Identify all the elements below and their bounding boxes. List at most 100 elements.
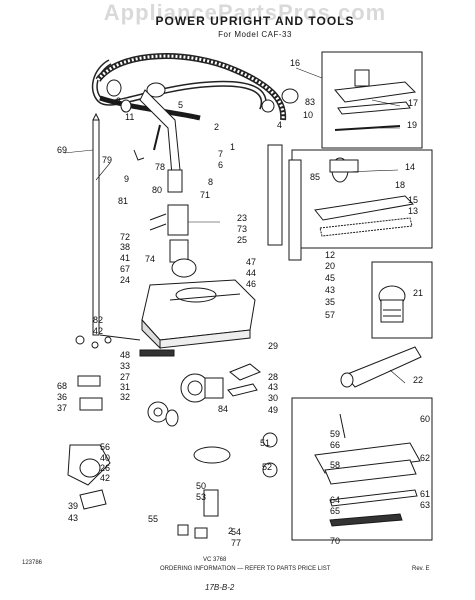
part-callout-15: 15: [408, 195, 418, 205]
part-callout-7: 7: [218, 149, 223, 159]
part-callout-58: 58: [330, 460, 340, 470]
part-callout-17: 17: [408, 98, 418, 108]
part-callout-21: 21: [413, 288, 423, 298]
part-callout-59: 59: [330, 429, 340, 439]
part-callout-57: 57: [325, 310, 335, 320]
part-callout-11: 11: [125, 112, 134, 122]
brush-roll-belt: [177, 432, 278, 539]
part-callout-83: 83: [305, 97, 315, 107]
part-callout-64: 64: [330, 495, 340, 505]
part-callout-4: 4: [277, 120, 282, 130]
part-callout-43: 43: [268, 382, 278, 392]
part-callout-24: 24: [120, 275, 130, 285]
part-callout-43: 43: [325, 285, 335, 295]
part-callout-12: 12: [325, 250, 335, 260]
part-callout-20: 20: [325, 261, 335, 271]
part-callout-22: 22: [413, 375, 423, 385]
footer-left-code: 123786: [22, 560, 43, 566]
part-callout-50: 50: [196, 481, 206, 491]
wand-tube: [92, 112, 141, 341]
part-callout-69: 69: [57, 145, 67, 155]
footer-page-ref: 17B-B-2: [205, 583, 235, 592]
part-callout-2: 2: [214, 122, 219, 132]
part-callout-9: 9: [124, 174, 129, 184]
part-callout-38: 38: [120, 242, 130, 252]
part-callout-70: 70: [330, 536, 340, 546]
motor-assembly: [147, 363, 261, 427]
part-callout-81: 81: [118, 196, 128, 206]
part-callout-23: 23: [237, 213, 247, 223]
part-callout-68: 68: [57, 381, 67, 391]
part-callout-65: 65: [330, 506, 340, 516]
handle-assembly: [133, 89, 197, 278]
part-callout-2: 2: [228, 526, 233, 536]
footer-order-note: ORDERING INFORMATION — REFER TO PARTS PR…: [160, 566, 331, 572]
part-callout-54: 54: [231, 527, 241, 537]
floor-tool-box: [291, 149, 433, 249]
part-callout-14: 14: [405, 162, 415, 172]
part-callout-62: 62: [420, 453, 430, 463]
part-callout-28: 28: [268, 372, 278, 382]
part-callout-35: 35: [325, 297, 335, 307]
leader-lines: [63, 67, 406, 384]
part-callout-63: 63: [420, 500, 430, 510]
part-callout-33: 33: [120, 361, 130, 371]
part-callout-80: 80: [152, 185, 162, 195]
part-callout-1: 1: [230, 142, 235, 152]
part-callout-18: 18: [395, 180, 405, 190]
part-callout-27: 27: [120, 372, 130, 382]
part-callout-66: 66: [330, 440, 340, 450]
part-callout-3: 3: [116, 96, 121, 106]
left-hardware: [67, 335, 112, 510]
part-callout-13: 13: [408, 206, 418, 216]
part-callout-37: 37: [57, 403, 67, 413]
part-callout-30: 30: [268, 393, 278, 403]
part-callout-85: 85: [310, 172, 320, 182]
extension-wands: [267, 144, 302, 261]
part-callout-40: 40: [100, 453, 110, 463]
part-callout-8: 8: [208, 177, 213, 187]
part-callout-78: 78: [155, 162, 165, 172]
part-callout-45: 45: [325, 273, 335, 283]
part-callout-10: 10: [303, 110, 313, 120]
part-callout-36: 36: [57, 392, 67, 402]
part-callout-32: 32: [120, 392, 130, 402]
part-callout-25: 25: [237, 235, 247, 245]
part-callout-19: 19: [407, 120, 417, 130]
part-callout-67: 67: [120, 264, 130, 274]
part-callout-31: 31: [120, 382, 130, 392]
hose-coil: [91, 53, 299, 121]
footer-center-code: VC 3768: [203, 557, 227, 563]
part-callout-53: 53: [196, 492, 206, 502]
part-callout-44: 44: [246, 268, 256, 278]
part-callout-42: 42: [93, 326, 103, 336]
footer-rev: Rev. E: [412, 566, 430, 572]
part-callout-60: 60: [420, 414, 430, 424]
diagram-subtitle: For Model CAF-33: [218, 30, 292, 39]
watermark: AppliancePartsPros.com: [103, 0, 387, 25]
part-callout-41: 41: [120, 253, 130, 263]
upholstery-tool-box: [321, 51, 423, 149]
part-callout-71: 71: [200, 190, 210, 200]
part-callout-74: 74: [145, 254, 155, 264]
part-callout-72: 72: [120, 232, 130, 242]
part-callout-61: 61: [420, 489, 430, 499]
part-callout-48: 48: [120, 350, 130, 360]
part-callout-6: 6: [218, 160, 223, 170]
part-callout-51: 51: [260, 438, 270, 448]
part-callout-56: 56: [100, 442, 110, 452]
part-callout-55: 55: [148, 514, 158, 524]
part-callout-29: 29: [268, 341, 278, 351]
bottom-plate-box: [291, 397, 433, 541]
diagram-title: POWER UPRIGHT AND TOOLS: [155, 14, 355, 28]
part-callout-79: 79: [102, 155, 112, 165]
dusting-brush-box: [371, 261, 433, 339]
part-callout-84: 84: [218, 404, 228, 414]
part-callout-49: 49: [268, 405, 278, 415]
part-callout-73: 73: [237, 224, 247, 234]
part-callout-39: 39: [68, 501, 78, 511]
part-callout-43: 43: [68, 513, 78, 523]
part-callout-16: 16: [290, 58, 300, 68]
